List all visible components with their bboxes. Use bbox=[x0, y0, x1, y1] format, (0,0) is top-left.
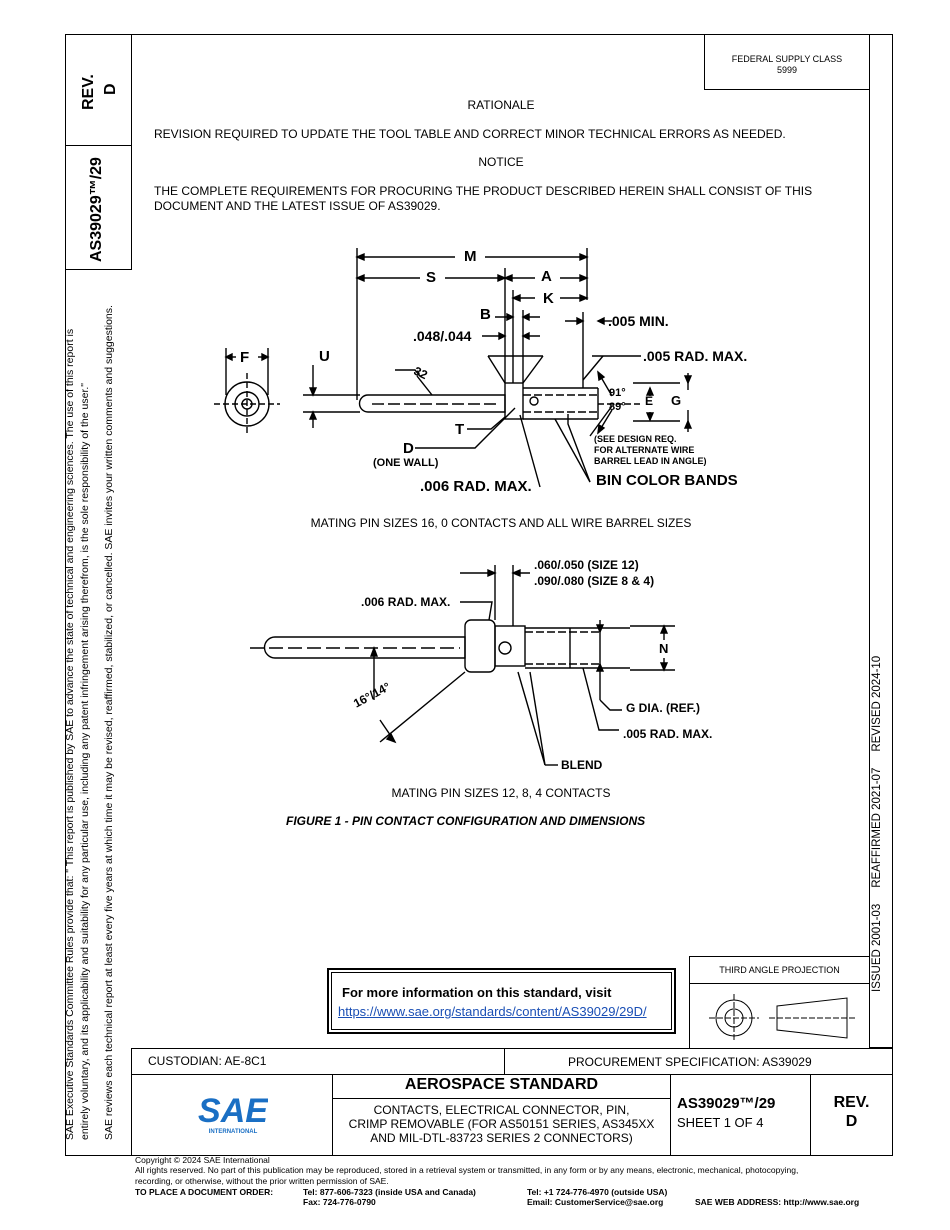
fig-a-label-91: 91° bbox=[609, 387, 626, 399]
pin-collar bbox=[504, 382, 524, 420]
rationale-text: REVISION REQUIRED TO UPDATE THE TOOL TAB… bbox=[154, 127, 786, 141]
projection-symbol bbox=[709, 994, 855, 1042]
fig-b-size12: .060/.050 (SIZE 12) bbox=[534, 558, 639, 572]
notice-text-line-1: THE COMPLETE REQUIREMENTS FOR PROCURING … bbox=[154, 184, 813, 198]
svg-text:SAE: SAE bbox=[198, 1092, 268, 1130]
order-label: TO PLACE A DOCUMENT ORDER: bbox=[135, 1187, 274, 1197]
custodian: CUSTODIAN: AE-8C1 bbox=[148, 1054, 267, 1068]
fig-a-label-D: D bbox=[403, 440, 414, 457]
rationale-heading: RATIONALE bbox=[467, 98, 535, 112]
sheet-number: SHEET 1 OF 4 bbox=[677, 1115, 764, 1130]
fig-a-label-T: T bbox=[455, 421, 465, 438]
rights-line-1: All rights reserved. No part of this pub… bbox=[135, 1165, 799, 1175]
fax: Fax: 724-776-0790 bbox=[303, 1197, 376, 1207]
federal-supply-class-value: 5999 bbox=[776, 65, 798, 75]
notice-text-line-2: DOCUMENT AND THE LATEST ISSUE OF AS39029… bbox=[154, 199, 441, 213]
fig-a-label-design-req-2: FOR ALTERNATE WIRE bbox=[594, 445, 695, 455]
title-line-3: AND MIL-DTL-83723 SERIES 2 CONNECTORS) bbox=[370, 1131, 633, 1145]
fig-a-caption: MATING PIN SIZES 16, 0 CONTACTS AND ALL … bbox=[310, 516, 692, 530]
title-rev-value: D bbox=[845, 1113, 858, 1130]
fig-a-label-U: U bbox=[319, 348, 330, 365]
procurement-spec: PROCUREMENT SPECIFICATION: AS39029 bbox=[568, 1055, 812, 1069]
tel-intl: Tel: +1 724-776-4970 (outside USA) bbox=[527, 1187, 668, 1197]
sae-logo: SAE INTERNATIONAL bbox=[198, 1092, 268, 1135]
fig-a-label-S: S bbox=[426, 269, 437, 286]
fig-b-rad005: .005 RAD. MAX. bbox=[623, 727, 713, 741]
pin-shaft bbox=[358, 394, 506, 413]
fig-a-label-048: .048/.044 bbox=[413, 328, 472, 344]
fig-a-label-89: 89° bbox=[609, 401, 626, 413]
fig-a-label-bin-color: BIN COLOR BANDS bbox=[596, 472, 738, 489]
fig-a-label-M: M bbox=[464, 248, 477, 265]
figure-a-drawing bbox=[214, 248, 693, 488]
fig-a-label-design-req-3: BARREL LEAD IN ANGLE) bbox=[594, 456, 707, 466]
federal-supply-class-label: FEDERAL SUPPLY CLASS bbox=[731, 54, 843, 64]
projection-label: THIRD ANGLE PROJECTION bbox=[719, 965, 840, 975]
email: Email: CustomerService@sae.org bbox=[527, 1197, 664, 1207]
notice-heading: NOTICE bbox=[478, 155, 524, 169]
info-box-heading: For more information on this standard, v… bbox=[342, 985, 612, 1000]
fig-b-rad006: .006 RAD. MAX. bbox=[361, 595, 451, 609]
svg-text:INTERNATIONAL: INTERNATIONAL bbox=[209, 1129, 258, 1135]
fig-b-gdia: G DIA. (REF.) bbox=[626, 701, 700, 715]
tel-us: Tel: 877-606-7323 (inside USA and Canada… bbox=[303, 1187, 476, 1197]
web-address: SAE WEB ADDRESS: http://www.sae.org bbox=[695, 1197, 860, 1207]
title-line-2: CRIMP REMOVABLE (FOR AS50151 SERIES, AS3… bbox=[348, 1117, 655, 1131]
fig-b-blend: BLEND bbox=[561, 758, 603, 772]
projection-label-box bbox=[689, 956, 870, 984]
fig-a-label-E: E bbox=[645, 394, 654, 408]
pin-b-barrel bbox=[494, 625, 526, 667]
federal-supply-class-box bbox=[704, 34, 870, 90]
pin-b-collar bbox=[464, 619, 496, 673]
fig-a-label-F: F bbox=[240, 349, 250, 366]
title-doc-number: AS39029™/29 bbox=[677, 1095, 776, 1112]
fig-a-label-design-req-1: (SEE DESIGN REQ. bbox=[594, 434, 677, 444]
fig-a-label-006rad: .006 RAD. MAX. bbox=[420, 478, 532, 495]
fig-a-label-B: B bbox=[480, 306, 491, 323]
fig-a-label-G: G bbox=[671, 393, 682, 408]
standard-type: AEROSPACE STANDARD bbox=[404, 1076, 599, 1093]
fig-a-label-one-wall: (ONE WALL) bbox=[373, 457, 439, 469]
fig-b-N: N bbox=[659, 641, 669, 656]
left-docnum-box bbox=[65, 145, 132, 270]
fig-a-label-A: A bbox=[541, 268, 552, 285]
title-rev-label: REV. bbox=[833, 1094, 870, 1111]
figure-title: FIGURE 1 - PIN CONTACT CONFIGURATION AND… bbox=[286, 814, 646, 828]
fig-b-caption: MATING PIN SIZES 12, 8, 4 CONTACTS bbox=[391, 786, 611, 800]
pin-b-shaft bbox=[263, 636, 466, 659]
fig-b-size84: .090/.080 (SIZE 8 & 4) bbox=[534, 574, 655, 588]
fig-a-label-005min: .005 MIN. bbox=[608, 313, 669, 329]
right-history-strip bbox=[869, 34, 893, 1048]
title-line-1: CONTACTS, ELECTRICAL CONNECTOR, PIN, bbox=[373, 1103, 630, 1117]
info-box bbox=[327, 968, 676, 1034]
figure-b-drawing bbox=[250, 565, 675, 766]
rights-line-2: recording, or otherwise, without the pri… bbox=[135, 1176, 389, 1186]
fig-a-label-005rad: .005 RAD. MAX. bbox=[643, 348, 748, 364]
info-box-inner bbox=[331, 972, 672, 1030]
rev-cell bbox=[810, 1074, 893, 1156]
fig-a-label-K: K bbox=[543, 290, 554, 307]
info-box-link[interactable]: https://www.sae.org/standards/content/AS… bbox=[338, 1004, 647, 1019]
copyright: Copyright © 2024 SAE International bbox=[135, 1155, 270, 1165]
